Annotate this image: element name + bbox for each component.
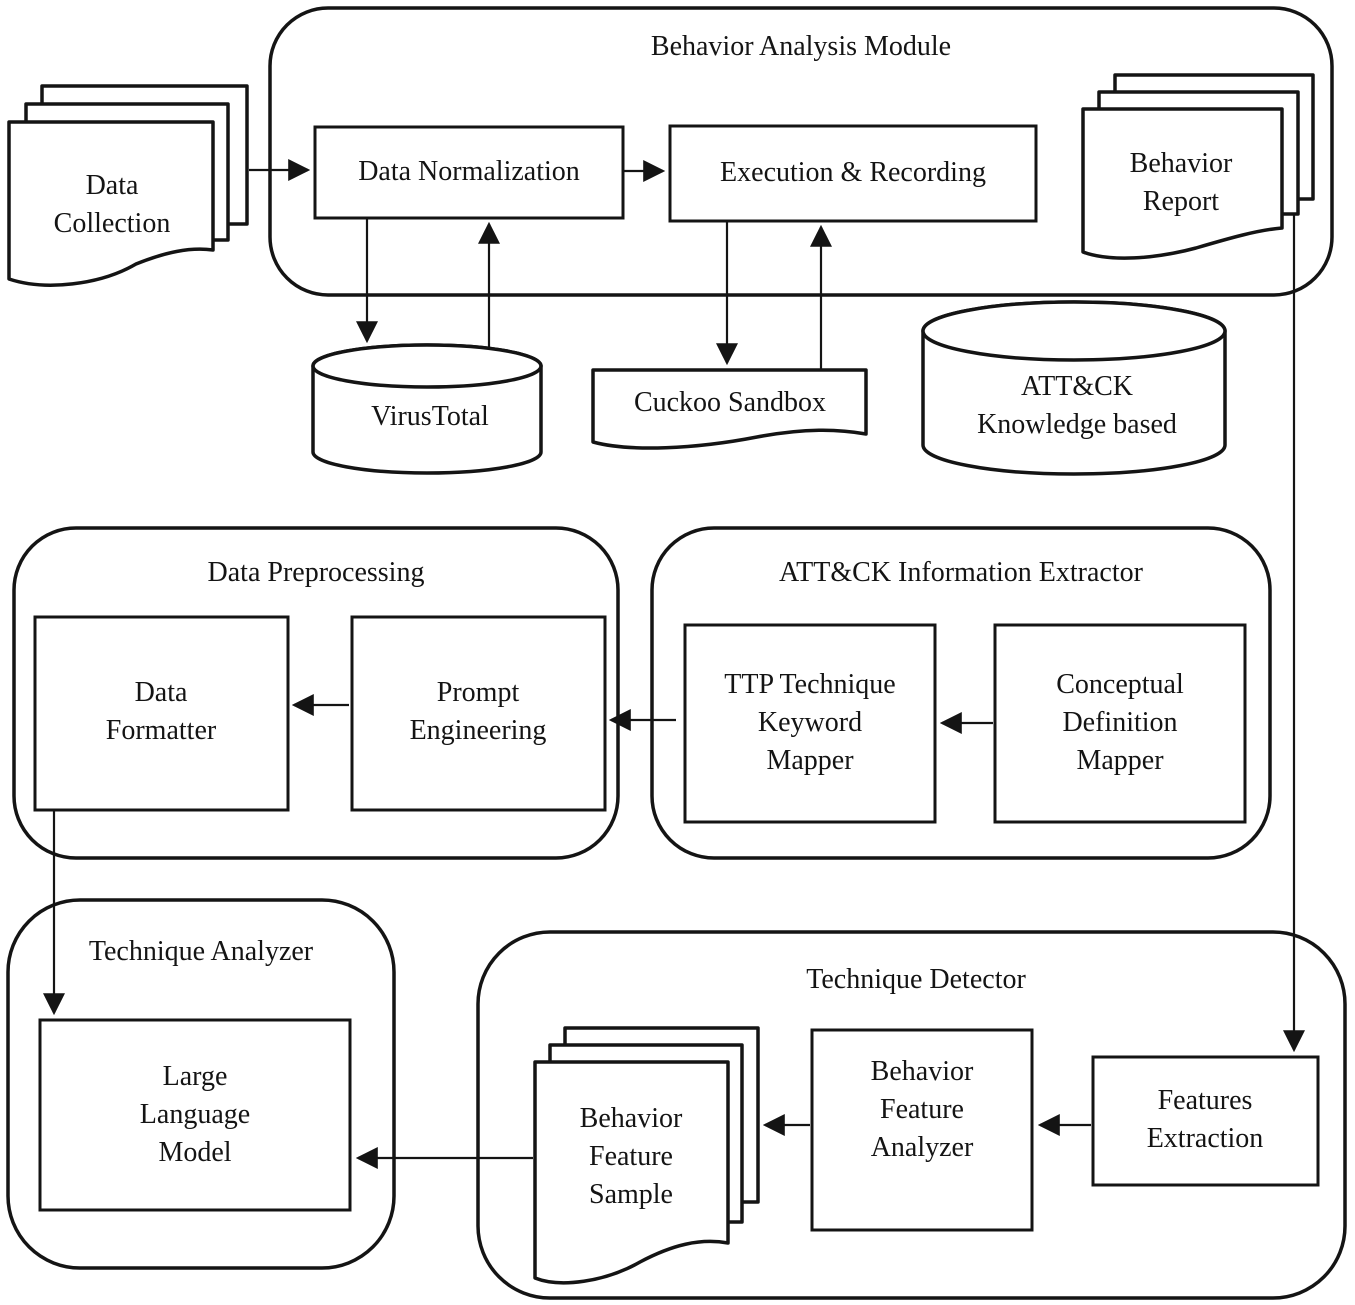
behavior-analysis-module-title: Behavior Analysis Module — [650, 30, 952, 62]
data-normalization-label: Data Normalization — [358, 155, 580, 187]
cylinder-top — [921, 300, 1227, 362]
technique-analyzer-container — [6, 898, 396, 1270]
attck-knowledge-base-label: ATT&CK Knowledge based — [977, 370, 1177, 440]
attck-knowledge-base-cylinder — [921, 300, 1227, 476]
execution-recording-label: Execution & Recording — [720, 156, 986, 188]
execution-recording-box — [668, 124, 1038, 223]
data-collection-document-stack — [7, 84, 249, 287]
technique-analyzer-title: Technique Analyzer — [88, 935, 314, 967]
data-preprocessing-title: Data Preprocessing — [207, 556, 425, 588]
prompt-engineering-label: Prompt Engineering — [409, 676, 547, 746]
cuckoo-sandbox-document — [591, 368, 868, 450]
document-page-front — [533, 1060, 730, 1285]
conceptual-definition-mapper-box — [993, 623, 1247, 824]
behavior-analysis-module-container — [268, 6, 1334, 297]
data-preprocessing-container — [12, 526, 620, 860]
ttp-technique-keyword-mapper-box — [683, 623, 937, 824]
attck-information-extractor-container — [650, 526, 1272, 860]
document-page-front — [7, 120, 215, 287]
behavior-feature-analyzer-box — [810, 1028, 1034, 1232]
behavior-report-document-stack — [1081, 73, 1315, 260]
prompt-engineering-box — [350, 615, 607, 812]
large-language-model-box — [38, 1018, 352, 1212]
cuckoo-sandbox-label: Cuckoo Sandbox — [633, 386, 827, 418]
data-formatter-label: Data Formatter — [105, 676, 217, 746]
technique-detector-container — [476, 930, 1347, 1300]
data-collection-label: Data Collection — [53, 169, 171, 239]
behavior-feature-analyzer-label: Behavior Feature Analyzer — [870, 1055, 974, 1164]
behavior-report-label: Behavior Report — [1129, 147, 1233, 217]
attck-information-extractor-title: ATT&CK Information Extractor — [779, 556, 1143, 588]
virustotal-cylinder — [311, 343, 543, 475]
cylinder-top — [311, 343, 543, 389]
data-formatter-box — [33, 615, 290, 812]
features-extraction-label: Features Extraction — [1146, 1084, 1264, 1154]
data-normalization-box — [313, 125, 625, 220]
virustotal-label: VirusTotal — [371, 400, 489, 432]
behavior-feature-sample-label: Behavior Feature Sample — [579, 1102, 683, 1211]
large-language-model-label: Large Language Model — [139, 1060, 251, 1169]
document-page-front — [1081, 107, 1284, 260]
conceptual-definition-mapper-label: Conceptual Definition Mapper — [1056, 668, 1184, 777]
ttp-technique-keyword-mapper-label: TTP Technique Keyword Mapper — [724, 668, 896, 777]
behavior-feature-sample-document-stack — [533, 1026, 760, 1285]
features-extraction-box — [1091, 1055, 1320, 1187]
technique-detector-title: Technique Detector — [806, 963, 1026, 995]
